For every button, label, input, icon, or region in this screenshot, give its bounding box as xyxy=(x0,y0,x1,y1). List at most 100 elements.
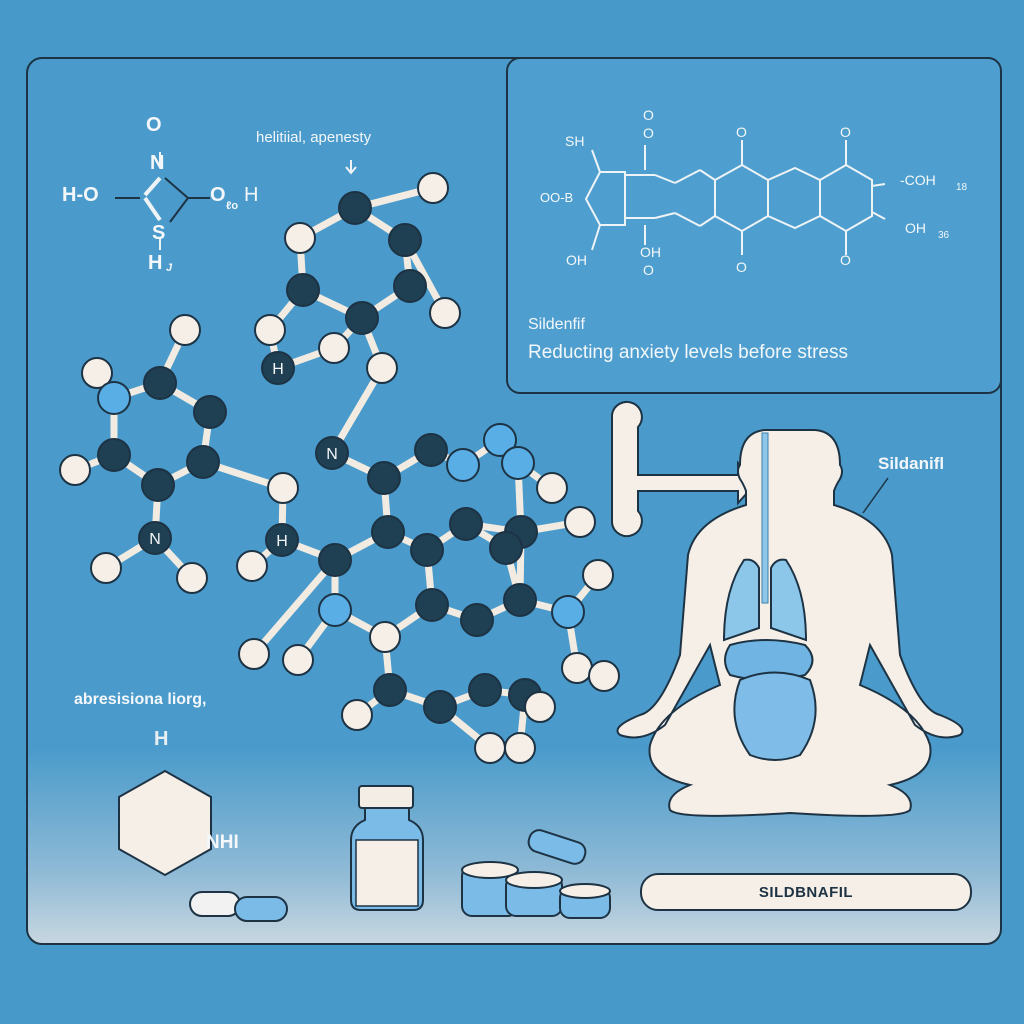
hydrogen-atom xyxy=(417,172,449,204)
nitrogen-atom xyxy=(318,593,352,627)
hydrogen-atom xyxy=(582,559,614,591)
body-callout: Sildanifl xyxy=(878,454,945,473)
carbon-atom xyxy=(373,673,407,707)
inset-atom-oh1: OH xyxy=(566,252,587,268)
hydrogen-atom xyxy=(588,660,620,692)
carbon-atom xyxy=(410,533,444,567)
carbon-atom xyxy=(468,673,502,707)
hydrogen-atom xyxy=(504,732,536,764)
carbon-atom xyxy=(286,273,320,307)
carbon-atom xyxy=(367,461,401,495)
hydrogen-atom xyxy=(169,314,201,346)
nitrogen-atom xyxy=(501,446,535,480)
carbon-atom xyxy=(318,543,352,577)
formula-panel xyxy=(506,57,1002,394)
carbon-atom xyxy=(193,395,227,429)
hexagon-ring-icon xyxy=(118,769,212,877)
inset-atom-oh2: OH xyxy=(640,244,661,260)
callout-line xyxy=(862,477,889,514)
carbon-atom xyxy=(97,438,131,472)
atom-subscript-lo: ℓo xyxy=(226,200,239,212)
atom-o-right: O xyxy=(210,184,226,206)
carbon-atom xyxy=(186,445,220,479)
inset-sub-36: 36 xyxy=(938,230,950,241)
hydrogen-atom xyxy=(366,352,398,384)
hydrogen-atom xyxy=(176,562,208,594)
small-molecule xyxy=(115,152,210,250)
atom-h-bottom: H xyxy=(148,252,163,274)
hydrogen-atom xyxy=(59,454,91,486)
atom-s: S xyxy=(152,222,166,244)
atom-h-right: H xyxy=(244,184,259,206)
inset-atom-o4: O xyxy=(840,124,851,140)
hydrogen-atom xyxy=(474,732,506,764)
inset-atom-oh3: OH xyxy=(905,220,926,236)
carbon-atom xyxy=(388,223,422,257)
carbon-atom: H xyxy=(261,351,295,385)
carbon-atom xyxy=(503,583,537,617)
inset-atom-sh: SH xyxy=(565,133,585,149)
ring-nh-label: NHI xyxy=(206,832,239,853)
carbon-atom xyxy=(414,433,448,467)
pill-bottle-icon xyxy=(350,785,424,911)
atom-ho: H-O xyxy=(62,184,99,206)
hydrogen-atom xyxy=(81,357,113,389)
hydrogen-atom xyxy=(90,552,122,584)
hydrogen-atom xyxy=(267,472,299,504)
hydrogen-atom xyxy=(561,652,593,684)
atom-label: H xyxy=(272,361,284,378)
inset-atom-o2: O xyxy=(643,125,654,141)
nitrogen-atom xyxy=(446,448,480,482)
atom-n: N xyxy=(150,152,165,174)
carbon-atom xyxy=(449,507,483,541)
carbon-atom xyxy=(345,301,379,335)
carbon-atom xyxy=(141,468,175,502)
carbon-atom: H xyxy=(265,523,299,557)
hydrogen-atom xyxy=(536,472,568,504)
carbon-atom xyxy=(338,191,372,225)
inset-atom-o7: O xyxy=(840,252,851,268)
inset-atom-coh: -COH xyxy=(900,172,936,188)
hydrogen-atom xyxy=(524,691,556,723)
carbon-atom xyxy=(371,515,405,549)
carbon-atom xyxy=(460,603,494,637)
left-h-label: H xyxy=(154,728,169,750)
inset-sub-18: 18 xyxy=(956,182,968,193)
hydrogen-atom xyxy=(236,550,268,582)
top-annotation: helitiial, apenesty xyxy=(256,129,372,146)
inset-atom-o6: O xyxy=(736,259,747,275)
nitrogen-atom xyxy=(97,381,131,415)
capsule-icon xyxy=(189,891,288,922)
nitrogen-atom xyxy=(483,423,517,457)
inset-drug-name: Sildenfif xyxy=(528,316,585,333)
tablet-stack-icon xyxy=(461,829,611,919)
sildenafil-label-bar: SILDBNAFIL xyxy=(640,873,972,911)
carbon-atom xyxy=(423,690,457,724)
molecule-atoms: H N N H xyxy=(59,172,620,764)
inset-caption: Reducting anxiety levels before stress xyxy=(528,342,848,363)
hydrogen-atom xyxy=(282,644,314,676)
hydrogen-atom xyxy=(238,638,270,670)
inset-skeletal-formula xyxy=(584,140,886,255)
carbon-atom xyxy=(393,269,427,303)
inset-atom-oob: OO-B xyxy=(540,190,574,205)
atom-o-top: O xyxy=(146,114,162,136)
hydrogen-atom xyxy=(564,506,596,538)
inset-atom-o3: O xyxy=(736,124,747,140)
carbon-atom xyxy=(489,531,523,565)
atom-label: N xyxy=(149,531,161,548)
hydrogen-atom xyxy=(341,699,373,731)
hydrogen-atom xyxy=(318,332,350,364)
carbon-atom: N xyxy=(138,521,172,555)
nitrogen-atom xyxy=(551,595,585,629)
inset-atom-o1: O xyxy=(643,107,654,123)
atom-label: N xyxy=(326,446,338,463)
inset-atom-o5: O xyxy=(643,262,654,278)
meditating-body-figure xyxy=(616,429,964,817)
atom-subscript-j: J xyxy=(166,262,173,274)
down-arrow-icon xyxy=(345,160,357,175)
hydrogen-atom xyxy=(284,222,316,254)
hydrogen-atom xyxy=(369,621,401,653)
carbon-atom xyxy=(415,588,449,622)
